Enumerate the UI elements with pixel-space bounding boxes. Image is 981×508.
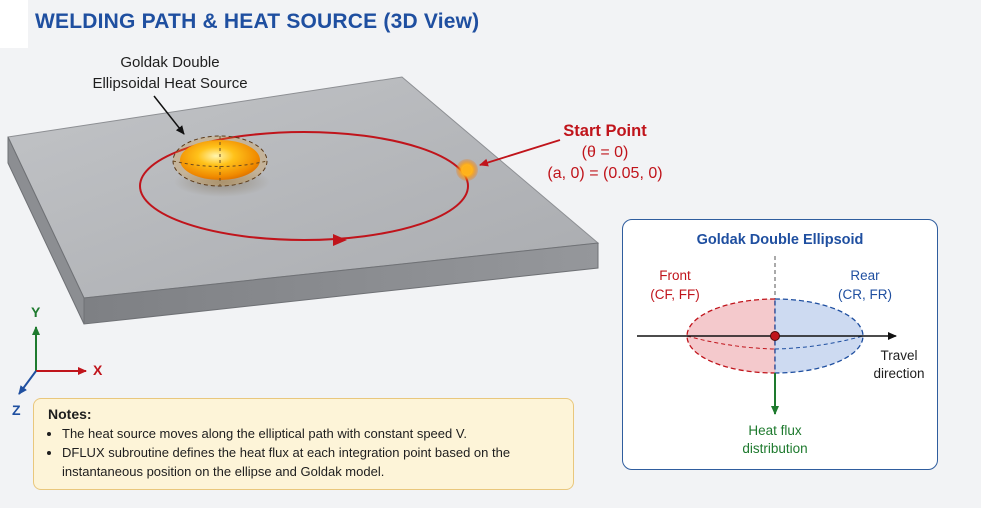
rear-inner-contour	[774, 335, 864, 350]
steel-plate	[7, 76, 600, 325]
note-item: DFLUX subroutine defines the heat flux a…	[62, 443, 561, 481]
flux-label-line1: Heat flux	[748, 423, 802, 438]
rear-label: Rear (CR, FR)	[823, 266, 907, 304]
start-point-title: Start Point	[563, 122, 647, 140]
double-ellipsoid-diagram	[637, 256, 897, 415]
front-label: Front (CF, FF)	[635, 266, 715, 304]
travel-direction-label: Travel direction	[863, 347, 935, 383]
start-point-theta: (θ = 0)	[581, 144, 629, 161]
start-point-coords: (a, 0) = (0.05, 0)	[547, 165, 663, 182]
travel-label-line1: Travel	[880, 348, 918, 363]
heat-source-label-line1: Goldak Double	[120, 54, 220, 71]
x-axis-label: X	[93, 362, 103, 378]
flux-label-line2: distribution	[742, 441, 808, 456]
start-point-label: Start Point (θ = 0) (a, 0) = (0.05, 0)	[530, 121, 680, 184]
start-point-marker	[462, 165, 472, 175]
travel-label-line2: direction	[873, 366, 925, 381]
goldak-panel: Goldak Double Ellipsoid Front (CF, FF) R…	[622, 219, 938, 470]
heat-flux-label: Heat flux distribution	[723, 422, 827, 458]
heat-source-equator	[172, 160, 268, 167]
corner-tab	[0, 0, 28, 48]
heat-source-leader	[153, 95, 185, 135]
note-item: The heat source moves along the elliptic…	[62, 424, 561, 443]
front-label-line2: (CF, FF)	[650, 287, 700, 302]
front-label-line1: Front	[659, 268, 691, 283]
z-axis-label: Z	[12, 402, 21, 418]
path-direction-arrowhead	[333, 234, 347, 246]
welding-path	[139, 131, 469, 241]
front-inner-contour	[686, 335, 776, 350]
page-title: WELDING PATH & HEAT SOURCE (3D View)	[35, 10, 480, 33]
start-point-leader	[479, 139, 561, 167]
heat-source-label-line2: Ellipsoidal Heat Source	[92, 75, 248, 92]
heat-source-label: Goldak Double Ellipsoidal Heat Source	[60, 52, 280, 94]
rear-label-line2: (CR, FR)	[838, 287, 892, 302]
notes-title: Notes:	[48, 406, 92, 422]
z-axis-arrow	[18, 370, 37, 395]
plate-left-face	[7, 136, 85, 325]
ellipsoid-center-point	[770, 331, 780, 341]
y-axis-label: Y	[31, 304, 41, 320]
notes-box: Notes: The heat source moves along the e…	[33, 398, 574, 490]
coordinate-axes	[18, 326, 87, 395]
panel-title: Goldak Double Ellipsoid	[696, 232, 864, 248]
rear-label-line1: Rear	[850, 268, 880, 283]
notes-list: The heat source moves along the elliptic…	[48, 424, 561, 481]
